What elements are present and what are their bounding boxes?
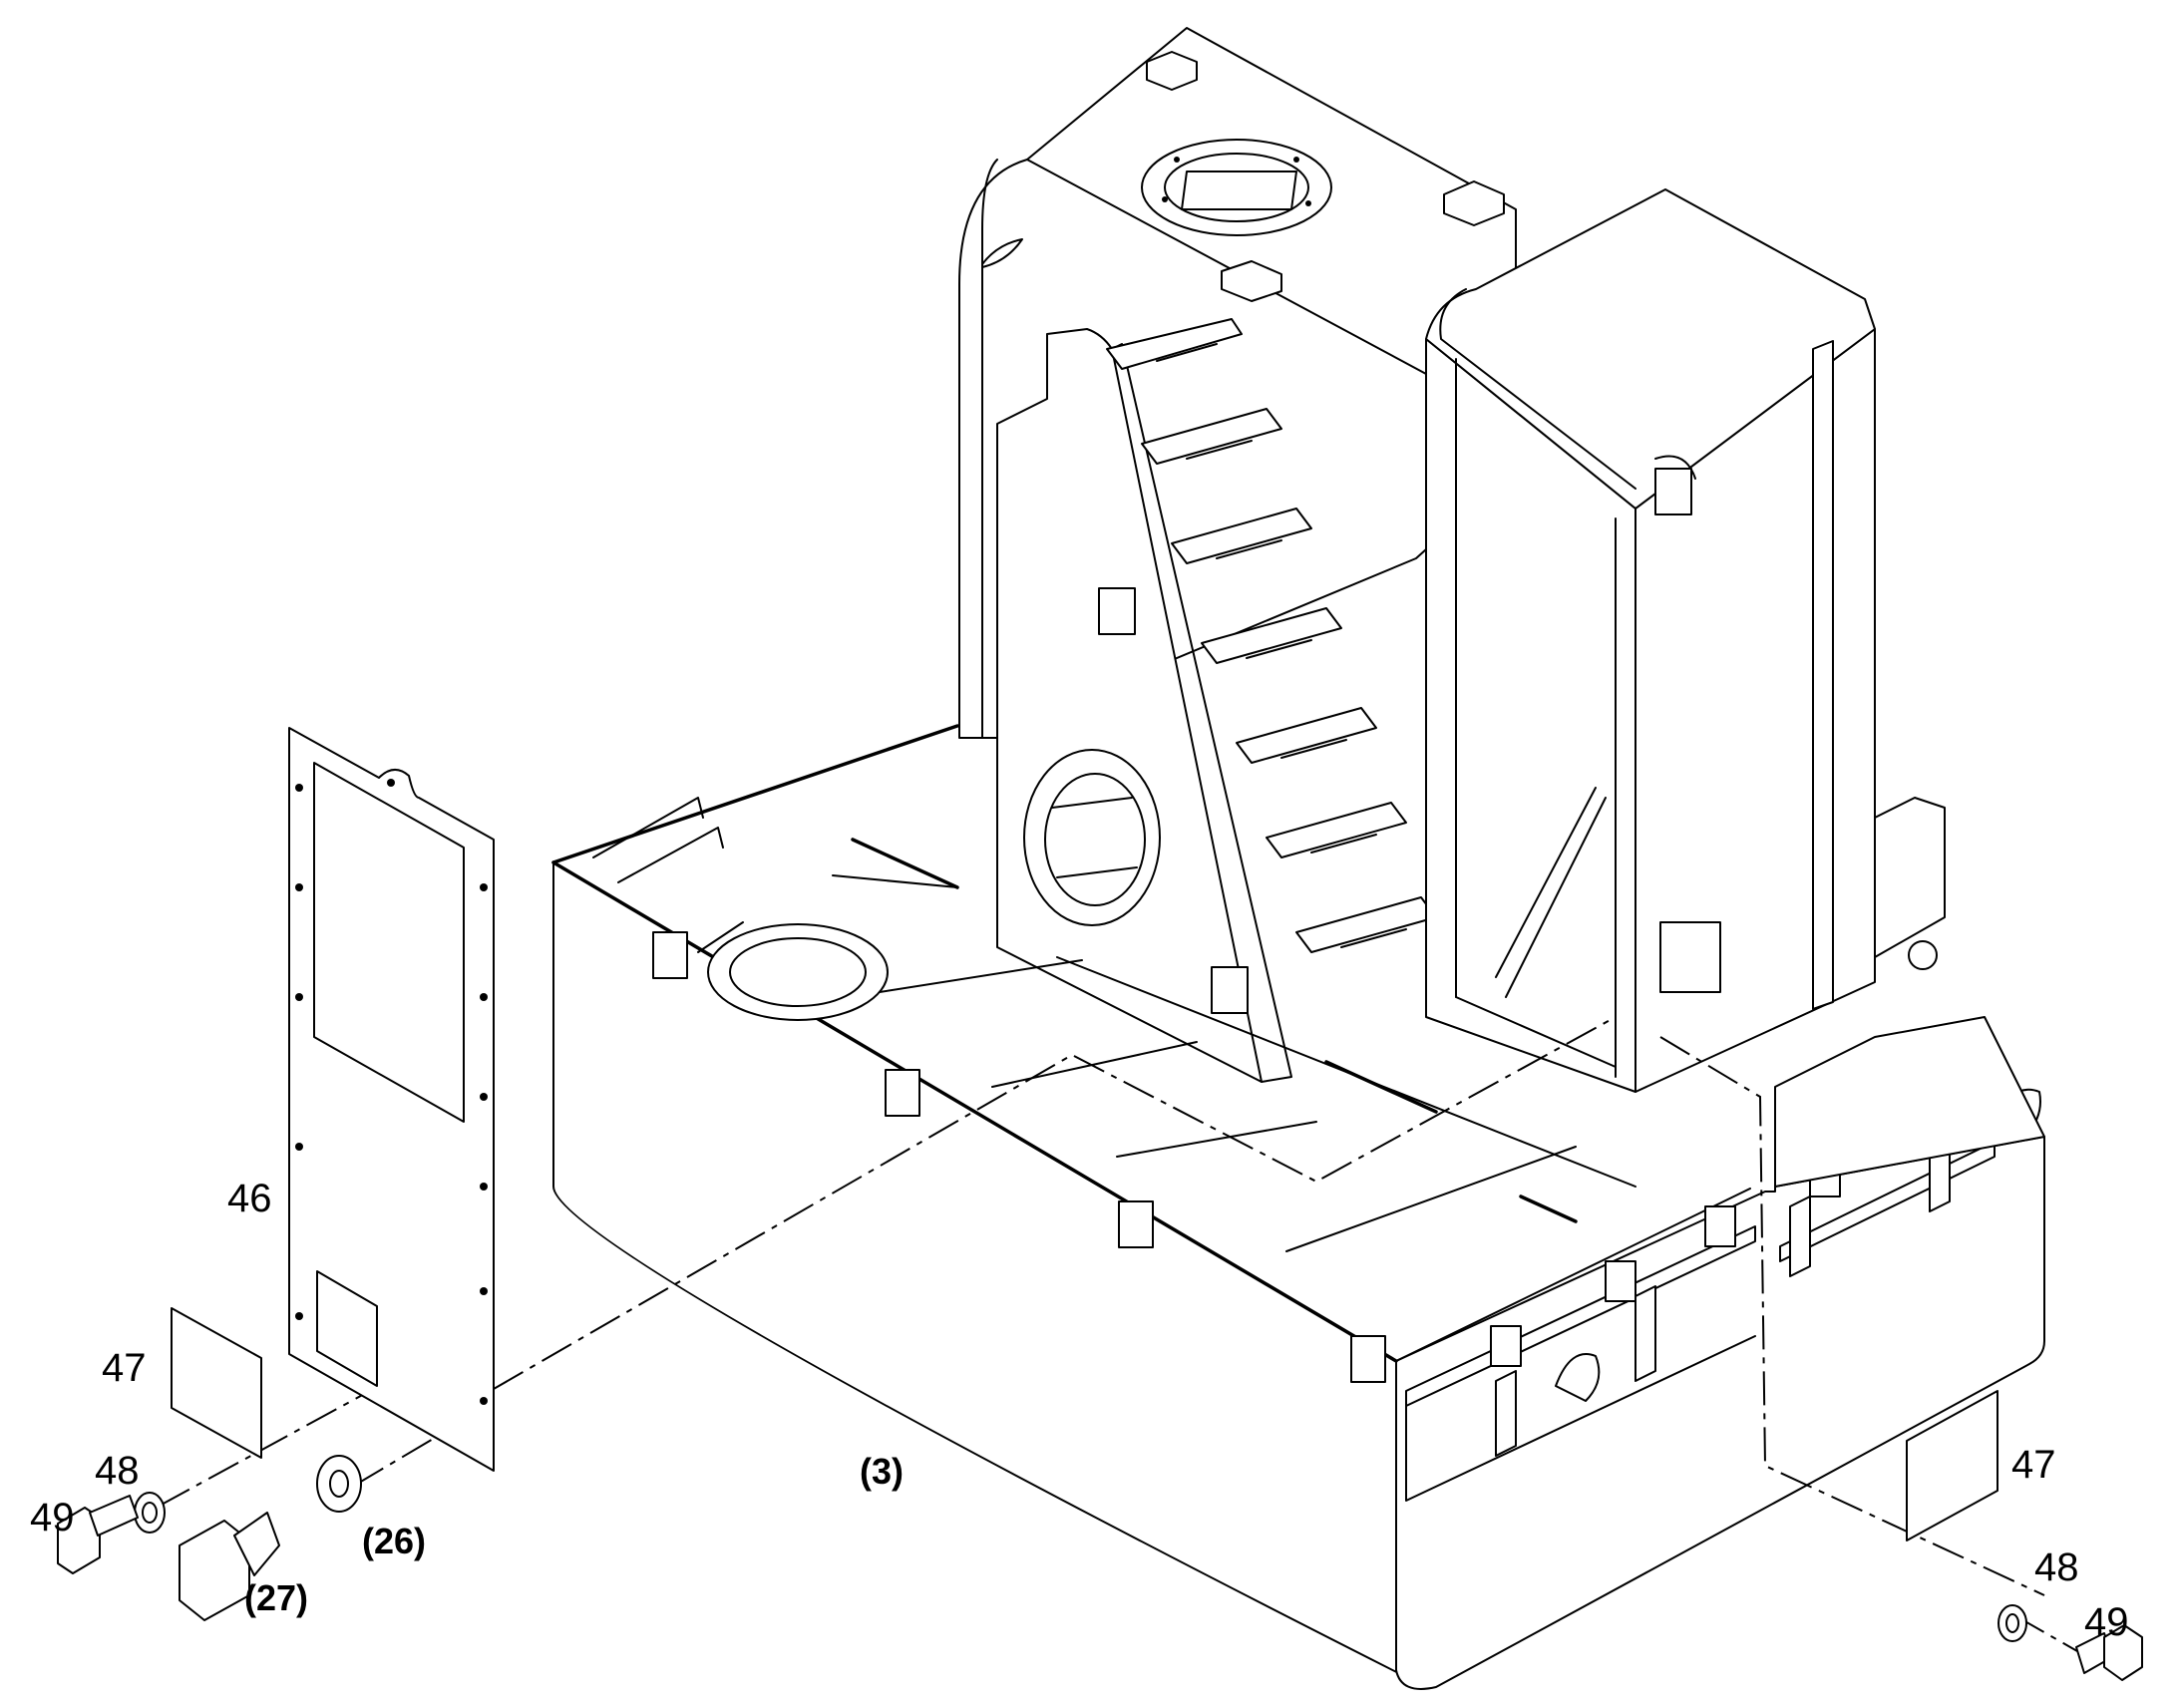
base-pad-1 xyxy=(652,931,688,979)
tower-side-box xyxy=(1874,797,1946,958)
washer-48-left xyxy=(134,1492,166,1534)
callout-48-left: 48 xyxy=(95,1449,140,1493)
base-pad-3 xyxy=(1118,1200,1154,1248)
callout-26: (26) xyxy=(362,1521,426,1561)
base-tank xyxy=(551,724,2045,1690)
cover-plate-47-right xyxy=(1906,1390,1998,1541)
callout-46: 46 xyxy=(227,1177,272,1220)
tank-slot xyxy=(981,238,1023,268)
panel-pad-lower xyxy=(1211,966,1249,1014)
gasket-46 xyxy=(288,727,495,1472)
washer-48-right xyxy=(1998,1604,2027,1642)
base-tank-ring xyxy=(707,923,889,1021)
tower-fitting xyxy=(1908,940,1938,970)
right-tower xyxy=(1425,188,1946,1093)
callout-47-left: 47 xyxy=(102,1346,147,1390)
tank-top-blocks xyxy=(1146,51,1505,302)
callout-49-right: 49 xyxy=(2084,1600,2129,1644)
tower-access-square xyxy=(1659,921,1721,993)
tower-post xyxy=(1812,340,1834,1010)
tower-pad-upper xyxy=(1654,468,1692,515)
panel-ring xyxy=(1023,749,1161,926)
cover-plate-47-left xyxy=(171,1307,262,1459)
bolt-49-left xyxy=(57,1495,139,1574)
panel-pad-upper xyxy=(1098,587,1136,635)
stepped-panel xyxy=(996,318,1437,1083)
tank-top-ring xyxy=(1141,139,1332,236)
callout-49-left: 49 xyxy=(30,1496,75,1539)
bolt-49-right xyxy=(2075,1624,2143,1681)
base-pad-4 xyxy=(1350,1335,1386,1383)
bolt-27 xyxy=(179,1512,280,1621)
callout-47-right: 47 xyxy=(2011,1443,2056,1487)
callout-3: (3) xyxy=(860,1451,904,1492)
panel-steps xyxy=(1106,318,1437,953)
base-pad-2 xyxy=(885,1069,920,1117)
callout-27: (27) xyxy=(244,1577,308,1618)
washer-26 xyxy=(316,1455,362,1513)
callout-48-right: 48 xyxy=(2034,1545,2079,1589)
